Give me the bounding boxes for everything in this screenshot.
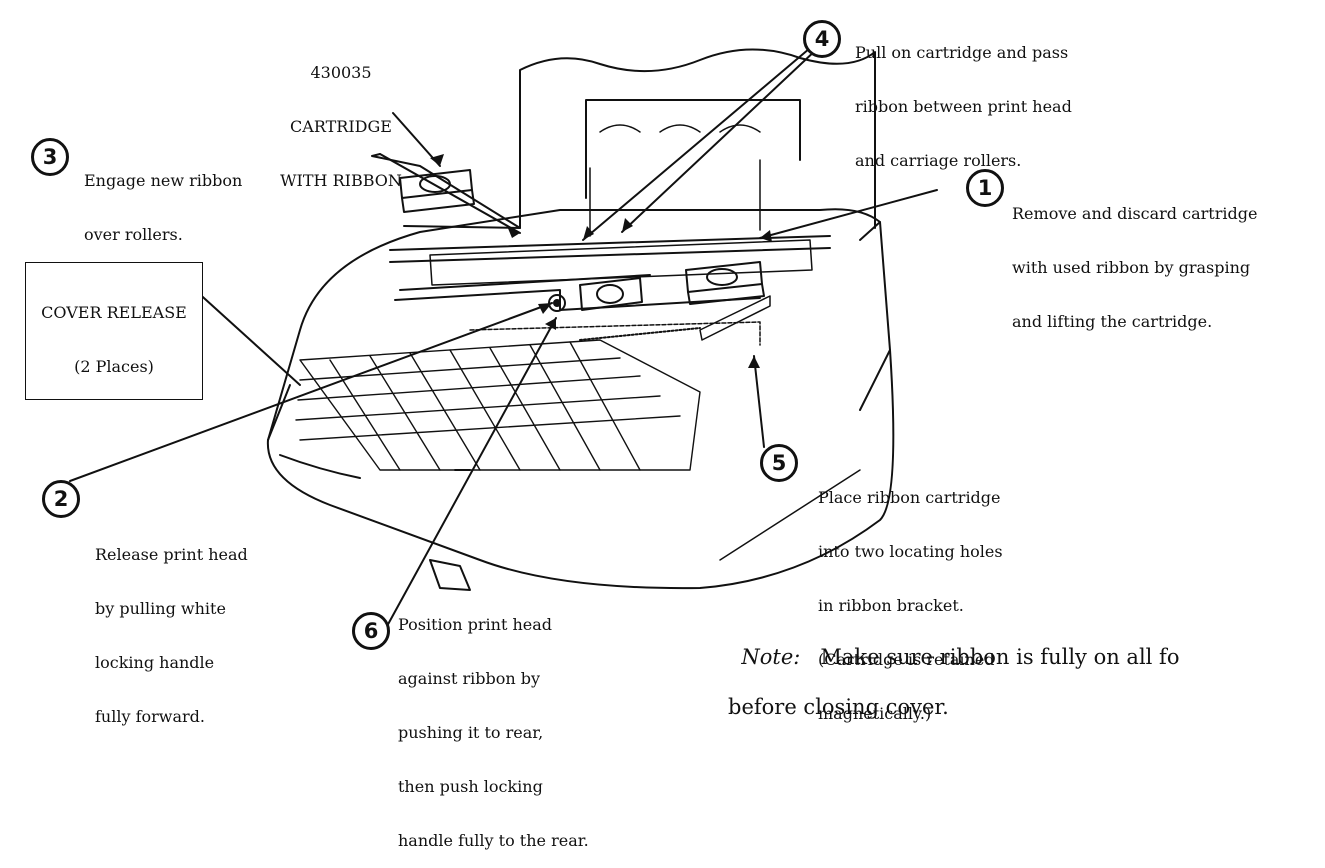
callout-2-line: fully forward. — [95, 707, 205, 726]
callout-1-line: and lifting the cartridge. — [1012, 312, 1213, 331]
callout-5-line: in ribbon bracket. — [818, 596, 964, 615]
note-line-2: before closing cover. — [728, 695, 949, 719]
callout-2-line: by pulling white — [95, 599, 226, 618]
callout-text-6: Position print head against ribbon by pu… — [398, 580, 589, 868]
callout-1-line: with used ribbon by grasping — [1012, 258, 1251, 277]
cartridge-part-number: 430035 — [310, 63, 372, 82]
locking-handle-knob — [548, 294, 566, 312]
typewriter-body — [266, 208, 895, 591]
callout-text-3: Engage new ribbon over rollers. — [84, 136, 242, 262]
callout-badge-2: 2 — [42, 480, 80, 518]
cover-release-count: (2 Places) — [74, 357, 154, 376]
callout-text-2: Release print head by pulling white lock… — [95, 510, 248, 744]
callout-5-line: (Cartridge is retained — [818, 650, 995, 669]
callout-6-line: Position print head — [398, 615, 553, 634]
callout-5-line: into two locating holes — [818, 542, 1003, 561]
keyboard — [295, 339, 701, 471]
callout-badge-5: 5 — [760, 444, 798, 482]
cartridge-part-name: CARTRIDGE — [290, 117, 392, 136]
callout-text-4: Pull on cartridge and pass ribbon betwee… — [855, 8, 1072, 188]
note-line-1: Note: Make sure ribbon is fully on all f… — [741, 645, 1179, 669]
callout-4-line: and carriage rollers. — [855, 151, 1022, 170]
callout-badge-4: 4 — [803, 20, 841, 58]
callout-badge-3: 3 — [31, 138, 69, 176]
callout-badge-6: 6 — [352, 612, 390, 650]
leader-lines — [69, 42, 938, 629]
cover-release-box: COVER RELEASE (2 Places) — [25, 262, 203, 400]
note-text-1: Make sure ribbon is fully on all fo — [820, 645, 1180, 669]
callout-2-line: locking handle — [95, 653, 215, 672]
typewriter-illustration — [69, 42, 938, 629]
used-cartridge-drawing — [685, 261, 771, 341]
callout-3-line: over rollers. — [84, 225, 183, 244]
cartridge-part-label: 430035 CARTRIDGE WITH RIBBON — [266, 28, 416, 208]
callout-badge-1: 1 — [966, 169, 1004, 207]
callout-6-line: pushing it to rear, — [398, 723, 544, 742]
callout-3-line: Engage new ribbon — [84, 171, 243, 190]
callout-1-line: Remove and discard cartridge — [1012, 204, 1258, 223]
callout-6-line: against ribbon by — [398, 669, 541, 688]
cover-release-title: COVER RELEASE — [41, 303, 187, 322]
callout-6-line: then push locking — [398, 777, 543, 796]
callout-4-line: ribbon between print head — [855, 97, 1072, 116]
callout-6-line: handle fully to the rear. — [398, 831, 589, 850]
paper-sheet — [519, 48, 876, 229]
note-block: Note: Make sure ribbon is fully on all f… — [728, 620, 1179, 745]
cartridge-part-desc: WITH RIBBON — [280, 171, 402, 190]
callout-4-line: Pull on cartridge and pass — [855, 43, 1069, 62]
callout-text-1: Remove and discard cartridge with used r… — [1012, 169, 1257, 349]
callout-2-line: Release print head — [95, 545, 248, 564]
center-cartridge-drawing — [579, 277, 643, 311]
note-prefix: Note: — [741, 645, 801, 669]
callout-5-line: Place ribbon cartridge — [818, 488, 1001, 507]
spring — [579, 327, 701, 341]
